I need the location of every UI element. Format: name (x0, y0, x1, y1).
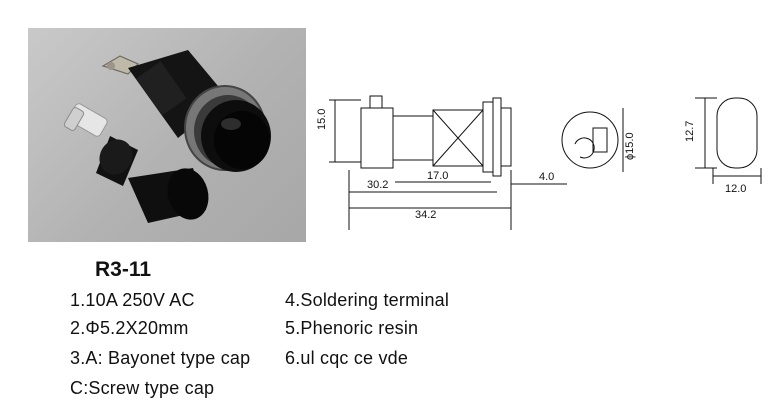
dim-height-side: 15.0 (316, 109, 328, 130)
spec-line-6: 6.ul cqc ce vde (285, 348, 409, 368)
technical-drawing: 15.0 17.0 30.2 34.2 4.0 ϕ15.0 12.7 12.0 (315, 80, 780, 255)
model-name: R3-11 (95, 258, 152, 281)
dim-body-length: 30.2 (367, 179, 388, 191)
spec-line-1: 1.10A 250V AC (70, 290, 195, 310)
dim-diameter: ϕ15.0 (624, 132, 636, 160)
dim-overall-length: 34.2 (415, 209, 436, 221)
dim-cap-offset: 4.0 (539, 171, 554, 183)
dim-width-bottom: 12.0 (725, 183, 746, 195)
spec-line-4: 4.Soldering terminal (285, 290, 450, 310)
spec-line-5: 5.Phenoric resin (285, 318, 419, 338)
dim-inner-length: 17.0 (427, 170, 448, 182)
spec-line-3: 3.A: Bayonet type cap (70, 348, 251, 368)
spec-line-c: C:Screw type cap (70, 378, 215, 398)
spec-line-2: 2.Φ5.2X20mm (70, 318, 189, 338)
product-photo (28, 28, 306, 242)
dim-width-end: 12.7 (684, 121, 696, 142)
